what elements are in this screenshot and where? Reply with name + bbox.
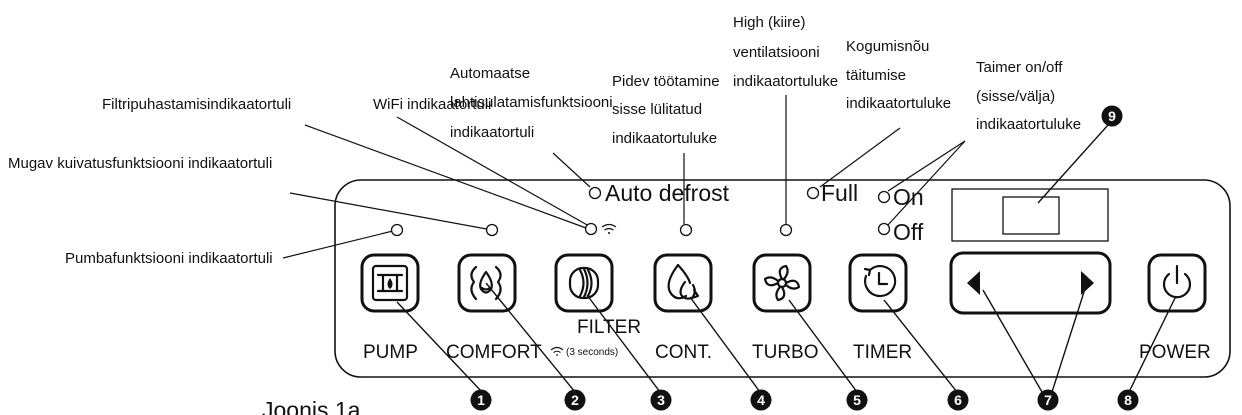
left-right-button[interactable] — [949, 251, 1112, 315]
label-auto-defrost-2: lahtisulatamisfunktsiooni — [450, 94, 613, 111]
filter-note: (3 seconds) — [566, 347, 618, 358]
timer-on-led — [877, 190, 891, 204]
label-continuous-2: sisse lülitatud — [612, 101, 702, 118]
right-arrow-icon[interactable] — [1081, 271, 1094, 295]
label-full-1: Kogumisnõu — [846, 38, 929, 55]
cont-button[interactable] — [653, 253, 713, 313]
comfort-led — [485, 223, 499, 237]
callout-line-6 — [883, 299, 958, 393]
filter-label: FILTER — [577, 317, 641, 338]
display-screen — [1002, 196, 1060, 235]
label-turbo-3: indikaatortuluke — [733, 73, 838, 90]
svg-text:1: 1 — [477, 392, 485, 408]
svg-text:2: 2 — [571, 392, 579, 408]
timer-button[interactable] — [848, 253, 908, 313]
label-full-2: täitumise — [846, 67, 906, 84]
callout-8: 8 — [1117, 389, 1139, 411]
label-turbo-2: ventilatsiooni — [733, 44, 820, 61]
svg-text:7: 7 — [1044, 392, 1052, 408]
filter-led — [584, 222, 598, 236]
timer-icon — [863, 265, 897, 298]
svg-text:9: 9 — [1108, 108, 1116, 124]
callout-line-7b — [1051, 291, 1085, 393]
timer-off-led — [877, 222, 891, 236]
svg-text:5: 5 — [853, 392, 861, 408]
power-label: POWER — [1139, 342, 1211, 363]
power-icon — [1162, 264, 1192, 299]
cont-label: CONT. — [655, 342, 712, 363]
callout-9: 9 — [1101, 105, 1123, 127]
label-timer-1: Taimer on/off — [976, 59, 1063, 76]
callout-line-8 — [1128, 295, 1177, 393]
pump-led — [390, 223, 404, 237]
pump-label: PUMP — [363, 342, 418, 363]
callout-1: 1 — [470, 389, 492, 411]
svg-text:8: 8 — [1124, 392, 1132, 408]
callout-5: 5 — [846, 389, 868, 411]
auto-defrost-text: Auto defrost — [605, 180, 730, 206]
callout-line-1 — [396, 301, 483, 393]
callout-line-4 — [689, 296, 761, 393]
leader-timer-on — [887, 140, 966, 192]
pump-button[interactable] — [360, 253, 420, 313]
callout-7: 7 — [1037, 389, 1059, 411]
auto-defrost-led — [588, 186, 602, 200]
callout-line-7a — [982, 289, 1043, 393]
label-timer-2: (sisse/välja) — [976, 88, 1055, 105]
label-wifi-indicator: WiFi indikaatortuli — [373, 96, 491, 113]
turbo-button[interactable] — [752, 253, 812, 313]
leader-filter — [304, 124, 587, 229]
callout-6: 6 — [947, 389, 969, 411]
wifi-icon — [601, 223, 617, 234]
callout-2: 2 — [564, 389, 586, 411]
label-turbo-1: High (kiire) — [733, 14, 806, 31]
comfort-drop-icon — [470, 265, 502, 301]
leader-comfort — [289, 192, 493, 231]
label-continuous-1: Pidev töötamine — [612, 73, 720, 90]
callout-line-3 — [586, 294, 661, 393]
comfort-button[interactable] — [457, 253, 517, 313]
label-pump-indicator: Pumbafunktsiooni indikaatortuli — [65, 250, 273, 267]
left-arrow-icon[interactable] — [967, 271, 980, 295]
callout-4: 4 — [750, 389, 772, 411]
svg-text:4: 4 — [757, 392, 765, 408]
continuous-drops-icon — [667, 263, 700, 300]
turbo-led — [779, 223, 793, 237]
callout-line-9 — [1037, 124, 1109, 204]
timer-label: TIMER — [853, 342, 912, 363]
label-auto-defrost-1: Automaatse — [450, 65, 530, 82]
label-auto-defrost-3: indikaatortuli — [450, 124, 534, 141]
comfort-label: COMFORT — [446, 342, 542, 363]
leader-full — [819, 127, 901, 188]
full-led — [806, 186, 820, 200]
label-timer-3: indikaatortuluke — [976, 116, 1081, 133]
full-text: Full — [821, 180, 858, 206]
leader-auto-defrost — [552, 152, 591, 188]
label-comfort-indicator: Mugav kuivatusfunktsiooni indikaatortuli — [8, 155, 272, 172]
leader-timer-off — [887, 140, 966, 226]
svg-text:6: 6 — [954, 392, 962, 408]
figure-caption: Joonis 1a — [262, 397, 361, 415]
svg-text:3: 3 — [657, 392, 665, 408]
label-full-3: indikaatortuluke — [846, 95, 951, 112]
leader-wifi — [396, 116, 590, 227]
on-text: On — [893, 184, 924, 210]
filter-wifi-icon — [550, 346, 564, 356]
pump-icon — [371, 264, 409, 302]
callout-line-2 — [485, 282, 576, 393]
filter-button[interactable] — [554, 253, 614, 313]
callout-line-5 — [788, 299, 858, 393]
fan-icon — [763, 264, 801, 302]
turbo-label: TURBO — [752, 342, 819, 363]
filter-icon — [568, 266, 600, 300]
power-button[interactable] — [1147, 253, 1207, 313]
label-filter-indicator: Filtripuhastamisindikaatortuli — [102, 96, 291, 113]
continuous-led — [679, 223, 693, 237]
leader-pump — [282, 229, 398, 259]
off-text: Off — [893, 219, 924, 245]
callout-3: 3 — [650, 389, 672, 411]
label-continuous-3: indikaatortuluke — [612, 130, 717, 147]
